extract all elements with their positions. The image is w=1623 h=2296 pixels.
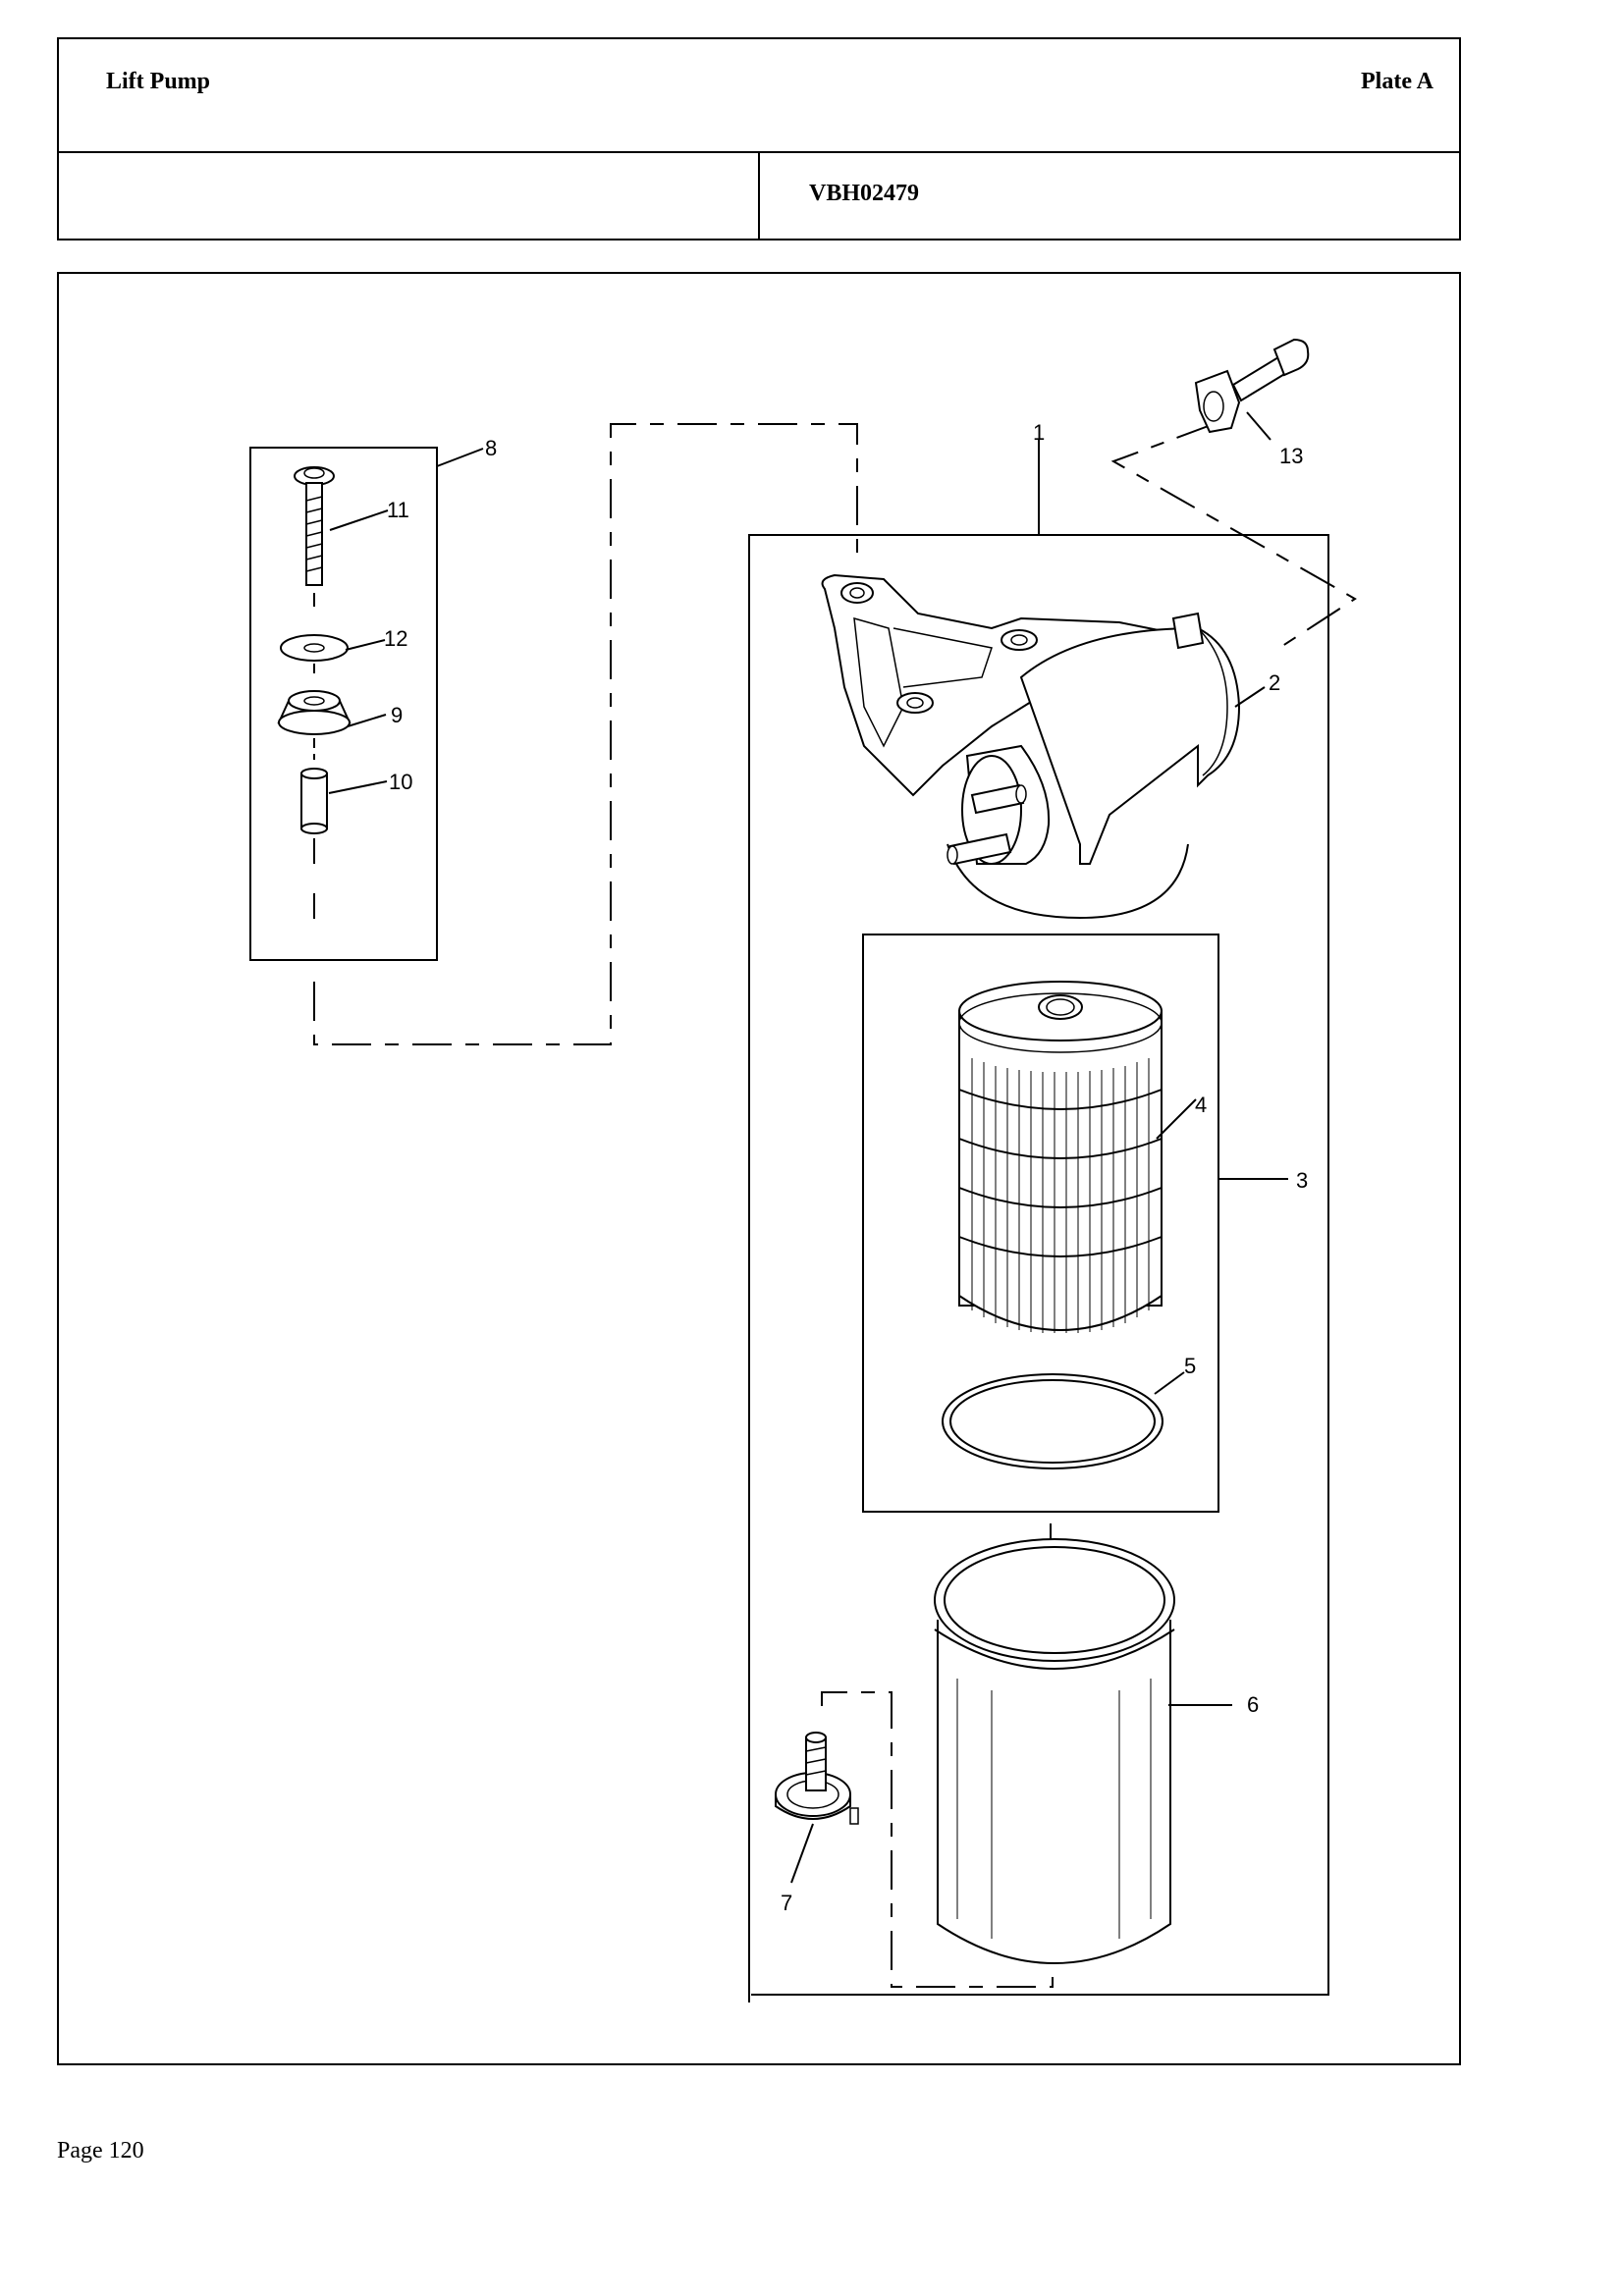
callout-5: 5 <box>1184 1354 1196 1378</box>
fitting-13-drawing <box>1194 338 1310 434</box>
page-number: Page 120 <box>57 2138 144 2163</box>
leader-7 <box>790 1823 814 1884</box>
page-title: Lift Pump <box>106 69 211 94</box>
callout-9: 9 <box>391 703 403 727</box>
callout-13: 13 <box>1279 444 1303 468</box>
callout-7: 7 <box>781 1891 792 1915</box>
callout-12: 12 <box>384 626 407 651</box>
callout-6: 6 <box>1247 1692 1259 1717</box>
leader-12 <box>345 639 386 651</box>
filter-head-2-drawing <box>821 573 1241 920</box>
leader-2 <box>1234 686 1266 708</box>
inset-box-8 <box>249 447 438 961</box>
diagram-frame <box>57 272 1461 2065</box>
assembly-box-1 <box>748 534 1329 2002</box>
callout-8: 8 <box>485 436 497 460</box>
mount-9-drawing <box>277 690 352 760</box>
header-code-row: VBH02479 <box>57 151 1461 240</box>
leader-13 <box>1246 411 1271 441</box>
dashed-connector-8-to-1 <box>313 423 858 1045</box>
callout-2: 2 <box>1269 670 1280 695</box>
bowl-6-drawing <box>934 1538 1175 1964</box>
inner-box-3 <box>862 934 1219 1513</box>
diagram-code: VBH02479 <box>809 181 920 206</box>
header-empty-cell <box>59 153 760 239</box>
dashed-connector-7-to-6 <box>821 1691 1054 1988</box>
spacer-10-drawing <box>300 768 328 947</box>
leader-9 <box>347 714 387 727</box>
leader-8 <box>436 448 484 467</box>
leader-4 <box>1156 1098 1197 1140</box>
callout-4: 4 <box>1195 1093 1207 1117</box>
callout-1: 1 <box>1033 420 1045 445</box>
filter-element-4-drawing <box>958 981 1163 1333</box>
leader-10 <box>328 780 388 794</box>
o-ring-5-drawing <box>942 1373 1163 1469</box>
callout-10: 10 <box>389 770 412 794</box>
plate-label: Plate A <box>1361 69 1434 94</box>
washer-12-drawing <box>280 634 349 677</box>
callout-3: 3 <box>1296 1168 1308 1193</box>
leader-5 <box>1154 1371 1185 1395</box>
callout-11: 11 <box>387 498 409 522</box>
drain-plug-7-drawing <box>775 1732 859 1825</box>
dashed-connector-13-to-2 <box>1110 423 1357 651</box>
leader-11 <box>329 509 389 531</box>
bolt-11-drawing <box>294 466 335 614</box>
